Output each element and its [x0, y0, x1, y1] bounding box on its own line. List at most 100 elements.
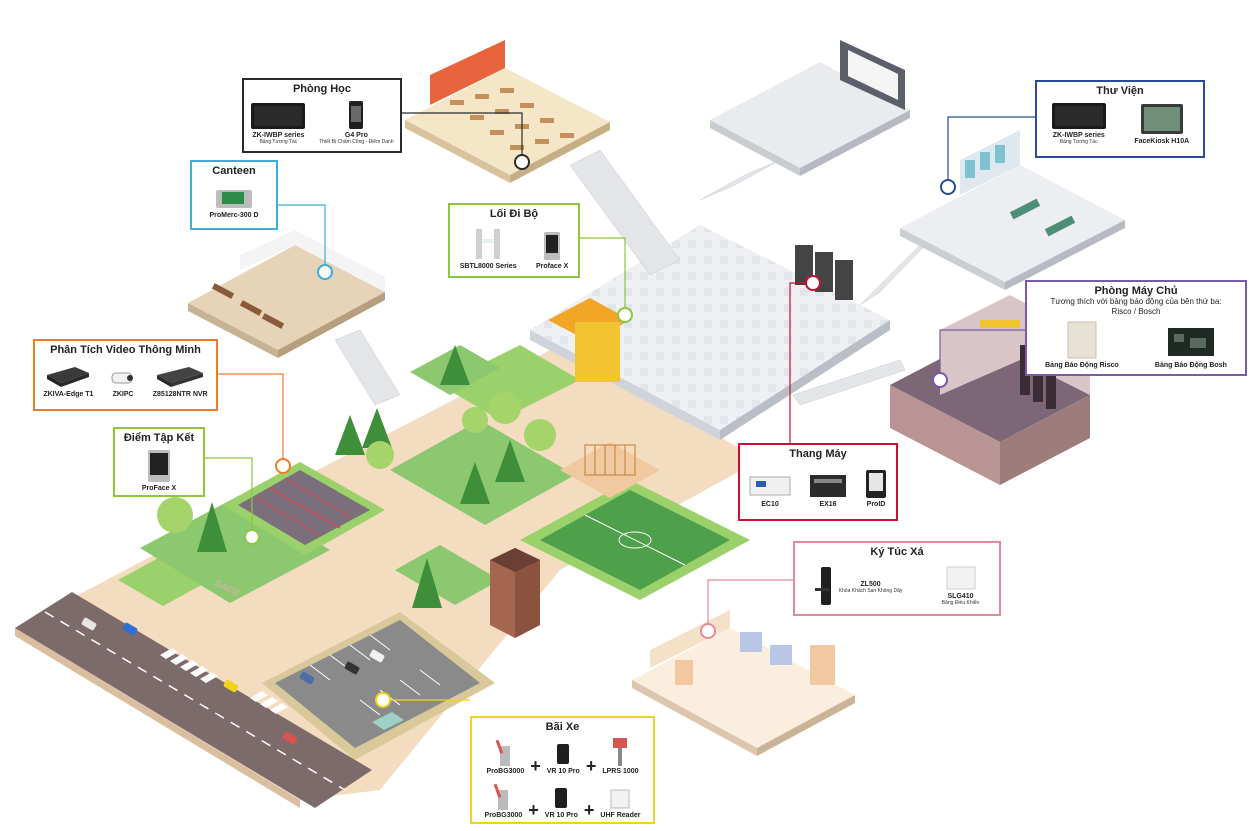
lpr-camera-icon [613, 738, 628, 766]
plus-sign: + [585, 756, 597, 776]
callout-ky-tuc-xa: Ký Túc Xá ZL500 Khóa Khách Sạn Không Dây… [793, 541, 1001, 616]
nvr-icon [157, 367, 204, 387]
server-rack [835, 260, 853, 300]
guard-booth [372, 712, 404, 730]
callout-thang-may: Thang Máy EC10 EX16 ProID [738, 443, 898, 521]
callout-title: Điểm Tập Kết [123, 432, 195, 444]
device-facekiosk: FaceKiosk H10A [1134, 102, 1189, 145]
callout-title: Phân Tích Video Thông Minh [50, 344, 201, 356]
uhf-reader-icon [610, 789, 630, 809]
device-zkipc: ZKIPC [110, 365, 136, 398]
device-uhf-reader: UHF Reader [600, 788, 640, 819]
face-kiosk-icon [1140, 104, 1183, 134]
climbing-frame [584, 444, 636, 476]
callout-phong-may-chu: Phòng Máy Chủ Tương thích với bảng báo đ… [1025, 280, 1247, 376]
device-vr10pro-2: VR 10 Pro [545, 786, 578, 819]
callout-phan-tich-video: Phân Tích Video Thông Minh ZKIVA-Edge T1… [33, 339, 218, 411]
device-ex16: EX16 [808, 471, 848, 508]
device-zk-iwbp-library: ZK-IWBP series Bảng Tương Tác [1051, 102, 1107, 145]
card-reader-icon [866, 470, 886, 498]
canteen-room [188, 230, 385, 358]
time-attendance-icon [349, 101, 364, 129]
callout-title: Thang Máy [789, 448, 847, 460]
lecture-room [710, 40, 910, 176]
plus-sign: + [583, 800, 595, 820]
device-lprs1000: LPRS 1000 [602, 738, 639, 775]
device-zl500: ZL500 Khóa Khách Sạn Không Dây [814, 566, 902, 606]
callout-subtitle-2: Risco / Bosch [1111, 307, 1161, 316]
device-slg410: SLG410 Bảng Điều Khiển [942, 565, 979, 606]
connectors [205, 112, 1035, 701]
device-nvr: Z85128NTR NVR [153, 365, 208, 398]
callout-phong-hoc: Phòng Học ZK-IWBP series Bảng Tương Tác … [242, 78, 402, 153]
device-vr10pro: VR 10 Pro [547, 742, 580, 775]
brick-building [490, 548, 540, 638]
expansion-board-icon [810, 475, 846, 497]
car-icon [282, 731, 298, 745]
device-probg3000-2: ProBG3000 [485, 784, 522, 819]
marker-dots [244, 154, 956, 708]
barrier-gate-icon [496, 740, 511, 766]
callout-diem-tap-ket: Điểm Tập Kết ProFace X [113, 427, 205, 497]
basketball-court [222, 462, 385, 555]
car-icon [223, 679, 239, 693]
device-proid: ProID [864, 469, 888, 508]
central-lawn [390, 420, 575, 525]
camera-icon [111, 372, 134, 384]
server-rack [795, 245, 813, 285]
callout-title: Canteen [212, 165, 256, 177]
face-terminal-icon [148, 450, 170, 482]
door-lock-icon [814, 567, 831, 605]
callout-title: Phòng Máy Chủ [1094, 285, 1178, 297]
ground-edge [15, 628, 300, 808]
circuit-board-icon [1167, 328, 1214, 356]
device-promerc: ProMerc-300 D [209, 186, 259, 219]
reader-icon [557, 744, 570, 764]
callout-loi-di-bo: Lối Đi Bộ SBTL8000 Series Proface X [448, 203, 580, 278]
reader-icon [555, 788, 568, 808]
car-icon [81, 617, 97, 631]
alarm-panel-icon [1067, 321, 1097, 359]
turnstile-icon [476, 229, 501, 259]
lawn-strip [118, 557, 205, 606]
device-sbtl8000: SBTL8000 Series [460, 227, 517, 270]
edge-box-icon [47, 367, 90, 387]
barrier-gate-icon [494, 784, 509, 810]
callout-title: Lối Đi Bộ [489, 208, 539, 220]
car-icon [369, 649, 385, 663]
lobby-building [530, 225, 890, 440]
library-room [900, 130, 1125, 290]
upper-lawn [440, 345, 580, 420]
trees [157, 345, 556, 608]
callout-thu-vien: Thư Viện ZK-IWBP series Bảng Tương Tác F… [1035, 80, 1205, 158]
device-ec10: EC10 [748, 471, 792, 508]
device-proface-x: Proface X [536, 231, 568, 270]
device-g4-pro: G4 Pro Thiết Bị Chấm Công - Điểm Danh [319, 100, 394, 145]
road [15, 592, 372, 808]
callout-title: Ký Túc Xá [870, 546, 924, 558]
callout-canteen: Canteen ProMerc-300 D [190, 160, 278, 230]
device-bosch-panel: Bảng Báo Động Bosh [1155, 324, 1227, 369]
car-icon [122, 622, 138, 636]
callout-subtitle: Tương thích với bảng báo động của bên th… [1050, 297, 1222, 306]
device-risco-panel: Bảng Báo Động Risco [1045, 320, 1119, 369]
classroom [405, 40, 610, 183]
control-panel-icon [946, 566, 976, 590]
callout-title: Phòng Học [292, 83, 352, 95]
soccer-field [520, 480, 750, 600]
pos-terminal-icon [216, 190, 252, 208]
callout-bai-xe: Bãi Xe ProBG3000 + VR 10 Pro + LPRS 1000… [470, 716, 655, 824]
face-terminal-icon [544, 232, 561, 260]
interactive-board-icon [1051, 103, 1106, 129]
interactive-board-icon [251, 103, 306, 129]
dormitory-room [632, 610, 855, 756]
plus-sign: + [528, 800, 539, 820]
device-zkiva-edge: ZKIVA-Edge T1 [43, 365, 93, 398]
lawn-lower [395, 545, 500, 605]
device-zk-iwbp: ZK-IWBP series Bảng Tương Tác [250, 102, 306, 145]
parking-lot [262, 612, 495, 760]
elevator-controller-icon [749, 476, 791, 496]
car-icon [299, 671, 315, 685]
car-icon [344, 661, 360, 675]
